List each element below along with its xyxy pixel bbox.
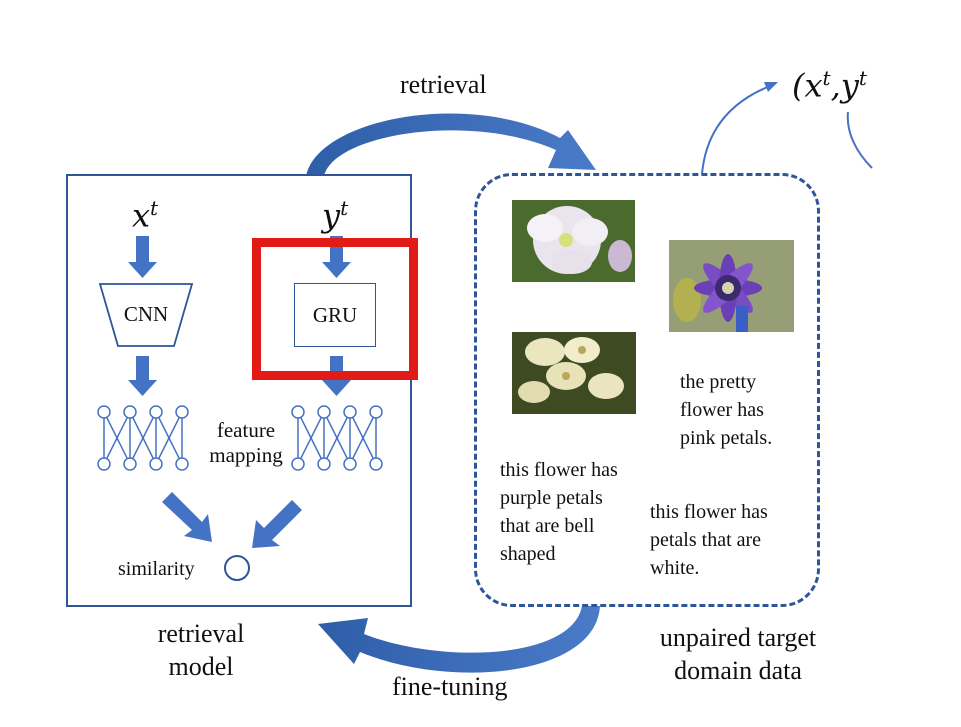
retrieval-curved-arrow [306,113,596,176]
flower-photo-cream [512,332,636,414]
x-symbol: x [132,196,151,235]
unpaired-data-line-2: domain data [674,656,802,685]
output-pair-symbol: (xt,yt [792,66,867,105]
fine-tuning-arrow-label: fine-tuning [392,672,508,701]
feature-mapping-line-1: feature [216,418,276,442]
unpaired-data-label: unpaired target domain data [638,621,838,687]
retrieval-model-frame [66,174,412,607]
cnn-block-shape [98,283,194,347]
caption-line: purple petals [500,487,603,509]
cnn-label: CNN [123,302,169,326]
pair-x-superscript: t [822,66,831,90]
pair-y: ,y [830,66,859,105]
unpaired-data-line-1: unpaired target [659,623,817,652]
left-similarity-arrow [162,492,212,542]
output-pair-arrow [701,85,771,175]
caption-purple-bell: this flower has purple petals that are b… [500,456,618,568]
caption-line: shaped [500,543,556,565]
flower-photo-white [512,200,635,282]
gru-block: GRU [294,283,376,347]
right-feature-network [291,405,383,471]
x-input-symbol: xt [132,196,158,235]
y-input-symbol: yt [322,196,348,235]
x-input-arrow [128,236,157,278]
left-feature-network [97,405,189,471]
feature-mapping-label: feature mapping [206,418,286,468]
feature-mapping-line-2: mapping [209,443,283,467]
caption-line: that are bell [500,515,595,537]
gru-label: GRU [312,302,358,327]
similarity-node [224,555,250,581]
partial-curve [846,111,873,169]
retrieval-model-line-2: model [168,652,234,681]
cnn-output-arrow [128,356,157,396]
similarity-label: similarity [118,558,195,580]
y-superscript: t [340,196,349,220]
unpaired-data-frame [474,173,820,607]
caption-line: the pretty [680,371,757,393]
right-similarity-arrow [252,500,302,548]
caption-line: this flower has [650,501,768,523]
caption-line: flower has [680,399,764,421]
gru-highlight-box [252,238,418,380]
caption-line: this flower has [500,459,618,481]
y-symbol: y [322,196,341,235]
retrieval-model-label: retrieval model [146,617,256,683]
flower-photo-purple [669,240,794,332]
caption-pretty-pink: the pretty flower has pink petals. [680,368,772,452]
caption-line: white. [650,557,700,579]
retrieval-model-line-1: retrieval [157,619,245,648]
caption-line: petals that are [650,529,762,551]
pair-y-superscript: t [858,66,867,90]
x-superscript: t [150,196,159,220]
caption-white-petals: this flower has petals that are white. [650,498,768,582]
caption-line: pink petals. [680,427,773,449]
retrieval-arrow-label: retrieval [400,70,487,99]
pair-open-x: (x [792,66,823,105]
fine-tuning-curved-arrow [318,606,600,673]
